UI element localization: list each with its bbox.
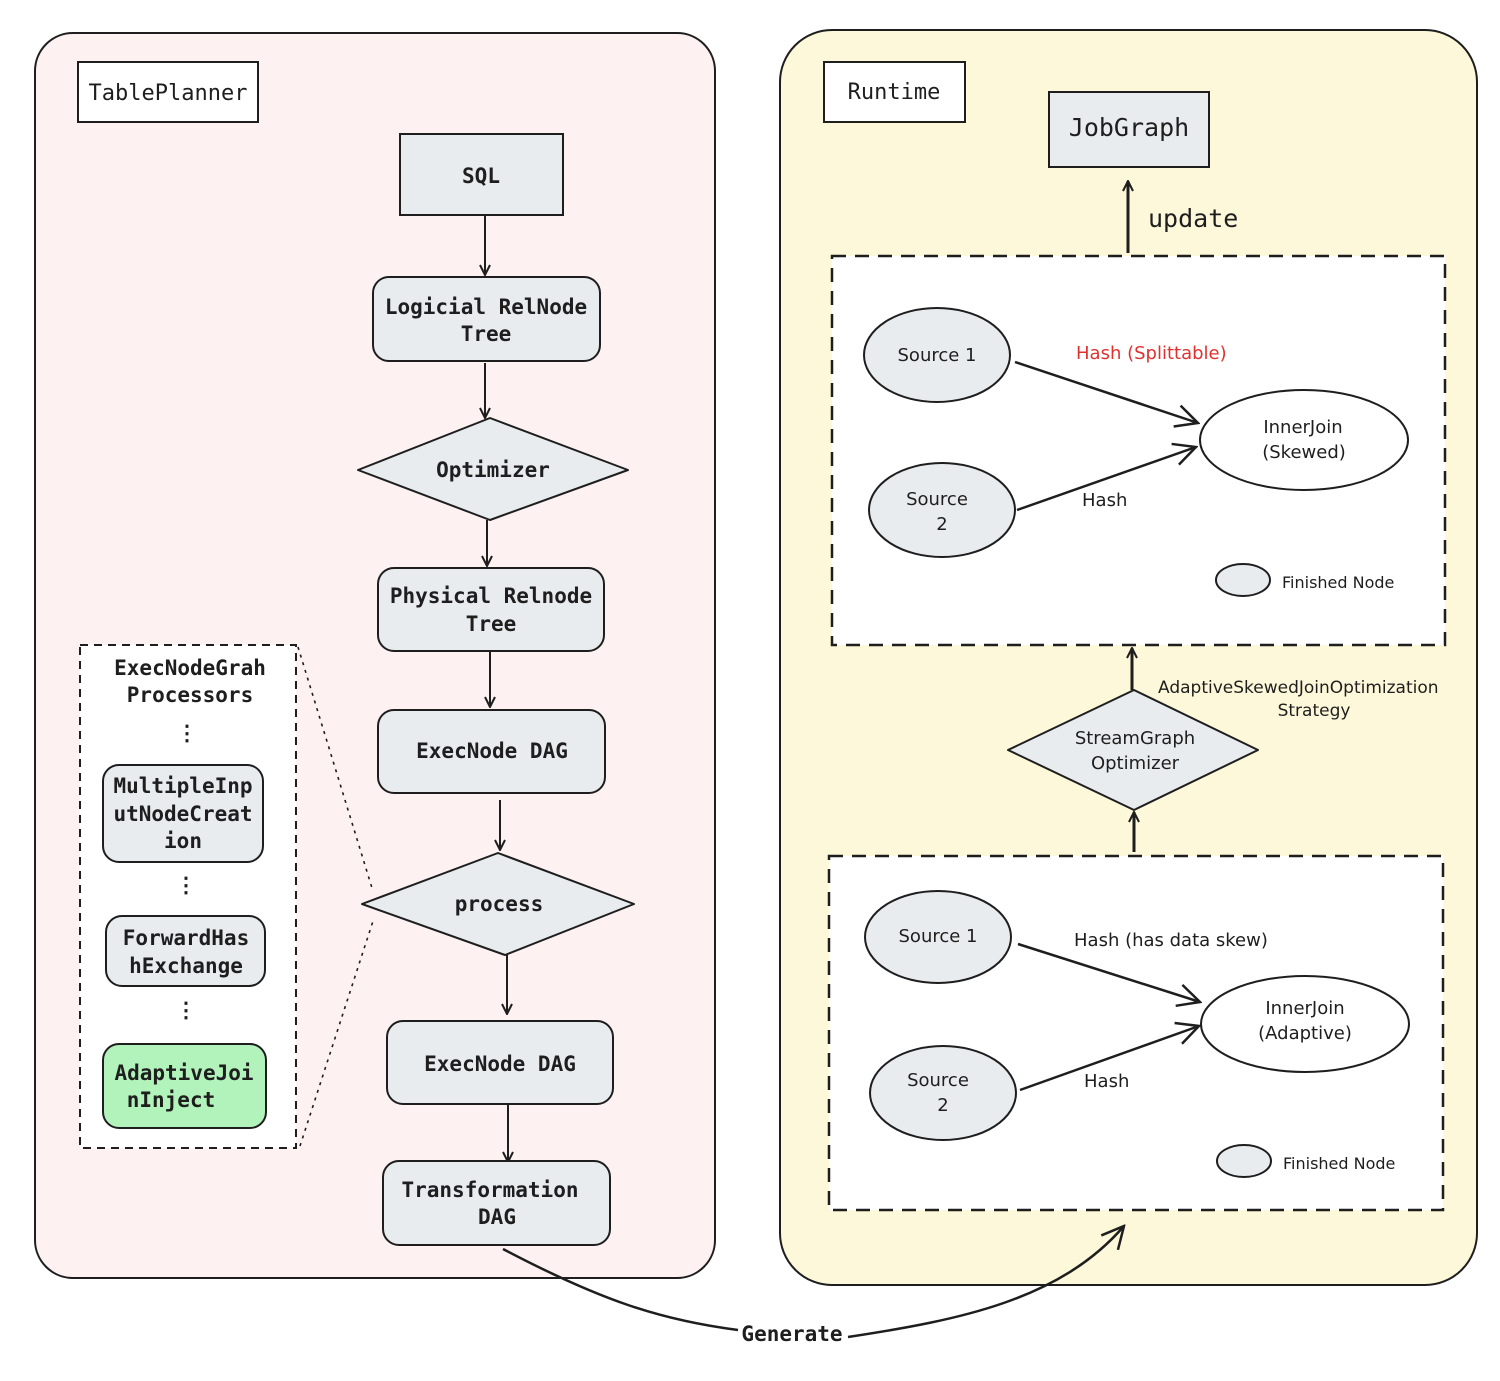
generate-curve-right	[847, 1226, 1124, 1339]
transformation-label-line2: DAG	[478, 1205, 516, 1229]
top-edge-source2-join	[1016, 447, 1196, 512]
top-innerjoin-label-line2: (Skewed)	[1262, 442, 1346, 463]
bottom-legend-swatch	[1216, 1144, 1272, 1178]
execnode-dag-label-2: ExecNode DAG	[424, 1052, 576, 1076]
sql-label: SQL	[462, 164, 500, 188]
execnode-dag-node-1: ExecNode DAG	[377, 709, 606, 794]
job-graph-node: JobGraph	[1048, 91, 1210, 168]
processors-title-line1: ExecNodeGrah	[114, 656, 266, 680]
top-source2-label-line1: Source	[906, 489, 968, 510]
zoom-line-top	[297, 646, 373, 889]
bottom-source2-label-line1: Source	[907, 1070, 969, 1091]
transformation-label-line1: Transformation	[401, 1178, 578, 1202]
bottom-edge-source1-join	[1017, 942, 1200, 1002]
bottom-innerjoin-label-line1: InnerJoin	[1265, 998, 1344, 1019]
runtime-bottom-group: Source 1 Source 2 InnerJoin (Adaptive) H…	[827, 854, 1445, 1212]
streamgraph-optimizer-node: StreamGraph Optimizer	[1007, 689, 1259, 811]
top-source2-label-line2: 2	[936, 514, 947, 535]
processor-adaptive-join-line2: nInject	[127, 1088, 216, 1112]
transformation-dag-node: Transformation DAG	[382, 1160, 611, 1246]
processor-multiple-input-line1: MultipleInp	[113, 774, 252, 798]
top-edge-source1-join	[1014, 360, 1198, 423]
strategy-label-line2: Strategy	[1278, 701, 1351, 721]
job-graph-label: JobGraph	[1069, 113, 1189, 142]
bottom-edge1-label: Hash (has data skew)	[1074, 930, 1268, 951]
table-planner-label-box: TablePlanner	[77, 61, 259, 123]
physical-label-line2: Tree	[466, 612, 517, 636]
top-legend-label: Finished Node	[1282, 573, 1394, 592]
processor-multiple-input-line2: utNodeCreat	[113, 802, 252, 826]
processor-forward-hash: ForwardHas hExchange	[105, 915, 266, 987]
bottom-source2-node	[869, 1045, 1017, 1141]
top-edge2-label: Hash	[1082, 490, 1127, 511]
update-label: update	[1148, 204, 1238, 233]
processors-ellipsis-2: ⋮	[176, 873, 197, 897]
processor-multiple-input: MultipleInp utNodeCreat ion	[102, 764, 264, 863]
logical-label-line2: Tree	[461, 322, 512, 346]
runtime-top-group: Source 1 Source 2 InnerJoin (Skewed) Has…	[830, 254, 1447, 647]
streamgraph-optimizer-label-line1: StreamGraph	[1075, 728, 1195, 749]
processors-title-line2: Processors	[127, 683, 253, 707]
processor-adaptive-join-line1: AdaptiveJoi	[114, 1061, 253, 1085]
processor-adaptive-join: AdaptiveJoi nInject	[102, 1043, 267, 1129]
physical-label-line1: Physical Relnode	[390, 584, 592, 608]
top-source1-node	[863, 307, 1011, 403]
generate-curve-left	[502, 1247, 739, 1332]
bottom-source1-node	[864, 890, 1012, 984]
process-label: process	[455, 892, 544, 916]
optimizer-node: Optimizer	[357, 417, 629, 521]
processors-ellipsis-3: ⋮	[176, 998, 197, 1022]
sql-node: SQL	[399, 133, 564, 216]
logical-relnode-node: Logicial RelNode Tree	[372, 276, 601, 362]
processor-forward-hash-line1: ForwardHas	[123, 926, 249, 950]
processor-forward-hash-line2: hExchange	[129, 954, 243, 978]
top-innerjoin-node	[1199, 389, 1409, 491]
top-source1-label: Source 1	[898, 345, 977, 366]
bottom-innerjoin-label-line2: (Adaptive)	[1258, 1023, 1352, 1044]
generate-label: Generate	[741, 1322, 842, 1346]
top-innerjoin-label-line1: InnerJoin	[1263, 417, 1342, 438]
top-legend-swatch	[1215, 563, 1271, 597]
physical-relnode-node: Physical Relnode Tree	[377, 567, 605, 652]
bottom-source2-label-line2: 2	[937, 1095, 948, 1116]
runtime-label-box: Runtime	[823, 61, 966, 123]
streamgraph-optimizer-label-line2: Optimizer	[1091, 753, 1180, 774]
bottom-edge2-label: Hash	[1084, 1071, 1129, 1092]
bottom-source1-label: Source 1	[899, 926, 978, 947]
processors-ellipsis-1: ⋮	[177, 721, 198, 745]
top-edge1-label: Hash (Splittable)	[1076, 343, 1227, 364]
optimizer-label: Optimizer	[436, 458, 550, 482]
execnode-dag-label-1: ExecNode DAG	[416, 739, 568, 763]
table-planner-label: TablePlanner	[89, 81, 248, 106]
processor-multiple-input-line3: ion	[164, 829, 202, 853]
execnode-dag-node-2: ExecNode DAG	[386, 1020, 614, 1105]
strategy-label-line1: AdaptiveSkewedJoinOptimization	[1158, 678, 1439, 698]
process-node: process	[361, 852, 635, 956]
top-source2-node	[868, 462, 1016, 558]
bottom-legend-label: Finished Node	[1283, 1154, 1395, 1173]
logical-label-line1: Logicial RelNode	[385, 295, 587, 319]
runtime-label: Runtime	[848, 80, 941, 105]
bottom-edge-source2-join	[1019, 1026, 1199, 1092]
